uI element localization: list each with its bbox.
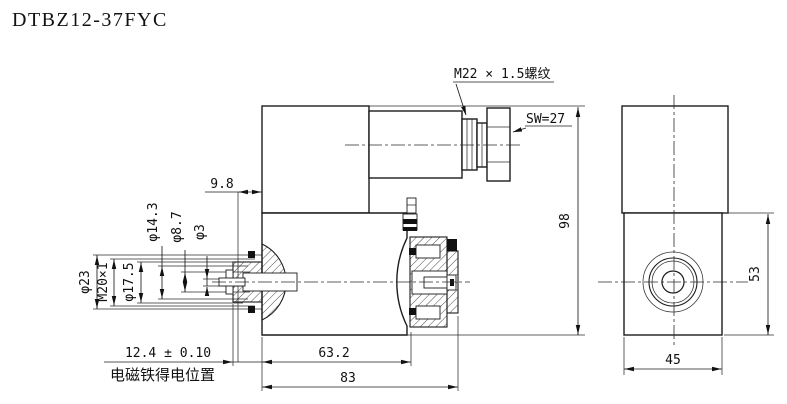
dim-dia-14-3: φ14.3 xyxy=(146,202,161,241)
solenoid-position-note: 电磁铁得电位置 xyxy=(110,366,215,384)
front-view xyxy=(93,105,585,391)
dim-side-width-45: 45 xyxy=(665,353,681,368)
hex-nut xyxy=(486,107,511,182)
dimension-lines xyxy=(94,81,771,390)
valve-body xyxy=(261,212,408,336)
wrench-size-label: SW=27 xyxy=(526,112,565,127)
solenoid-coil xyxy=(261,105,370,214)
dim-thread-m20: M20×1 xyxy=(96,262,111,301)
left-port-section xyxy=(218,243,298,321)
drawing-title: DTBZ12-37FYC xyxy=(12,9,168,31)
dim-height-98: 98 xyxy=(558,213,573,229)
dim-length-63-2: 63.2 xyxy=(318,346,349,361)
dim-length-83: 83 xyxy=(340,371,356,386)
side-coil-outline xyxy=(621,105,729,214)
threaded-section xyxy=(461,118,488,171)
dim-dia-8-7: φ8.7 xyxy=(170,211,185,242)
side-body-outline xyxy=(623,212,723,336)
bleed-screw xyxy=(402,197,418,231)
side-view xyxy=(598,95,774,375)
dim-side-height-53: 53 xyxy=(748,266,763,282)
dim-stroke-tolerance: 12.4 ± 0.10 xyxy=(125,346,211,361)
dim-dia-3: φ3 xyxy=(193,224,208,240)
thread-callout: M22 × 1.5螺纹 xyxy=(454,67,550,82)
dim-dia-17-5: φ17.5 xyxy=(122,262,137,301)
dim-dia-23: φ23 xyxy=(78,270,93,293)
armature-tube xyxy=(368,110,463,179)
dim-offset-9-8: 9.8 xyxy=(210,177,233,192)
